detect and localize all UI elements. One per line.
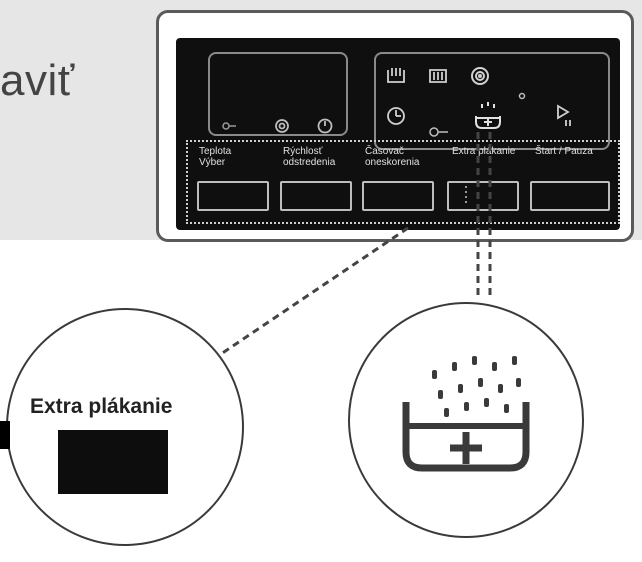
temperature-button[interactable] [197,181,269,211]
spin-speed-button[interactable] [280,181,352,211]
extra-rinse-label: Extra plákanie [452,146,516,157]
button-row-outline [186,140,620,224]
leader-line-left [217,226,409,358]
spiral-icon [275,119,289,133]
key-icon [222,122,236,130]
extra-rinse-icon [475,102,501,129]
zoom-extra-rinse-button[interactable] [58,430,168,494]
extra-rinse-button[interactable] [447,181,519,211]
magnified-extra-rinse-icon [402,356,530,472]
spin-icon [471,67,489,85]
display-right [374,52,610,150]
zoom-button-label: Extra plákanie [30,395,173,418]
zoom-circle-icon [348,302,584,538]
dot-icon [518,92,526,100]
start-pause-label: Štart / Pauza [535,146,593,157]
lock-icon [429,127,448,137]
cotton-icon [387,68,405,83]
delay-timer-button[interactable] [362,181,434,211]
edge-text-fragment [0,421,10,449]
synthetic-icon [429,69,447,83]
timer-icon [387,107,405,125]
display-left [208,52,348,136]
heading-fragment: aviť [0,56,75,105]
start-pause-button[interactable] [530,181,610,211]
clock-icon [317,118,333,134]
start-icon [557,104,571,126]
